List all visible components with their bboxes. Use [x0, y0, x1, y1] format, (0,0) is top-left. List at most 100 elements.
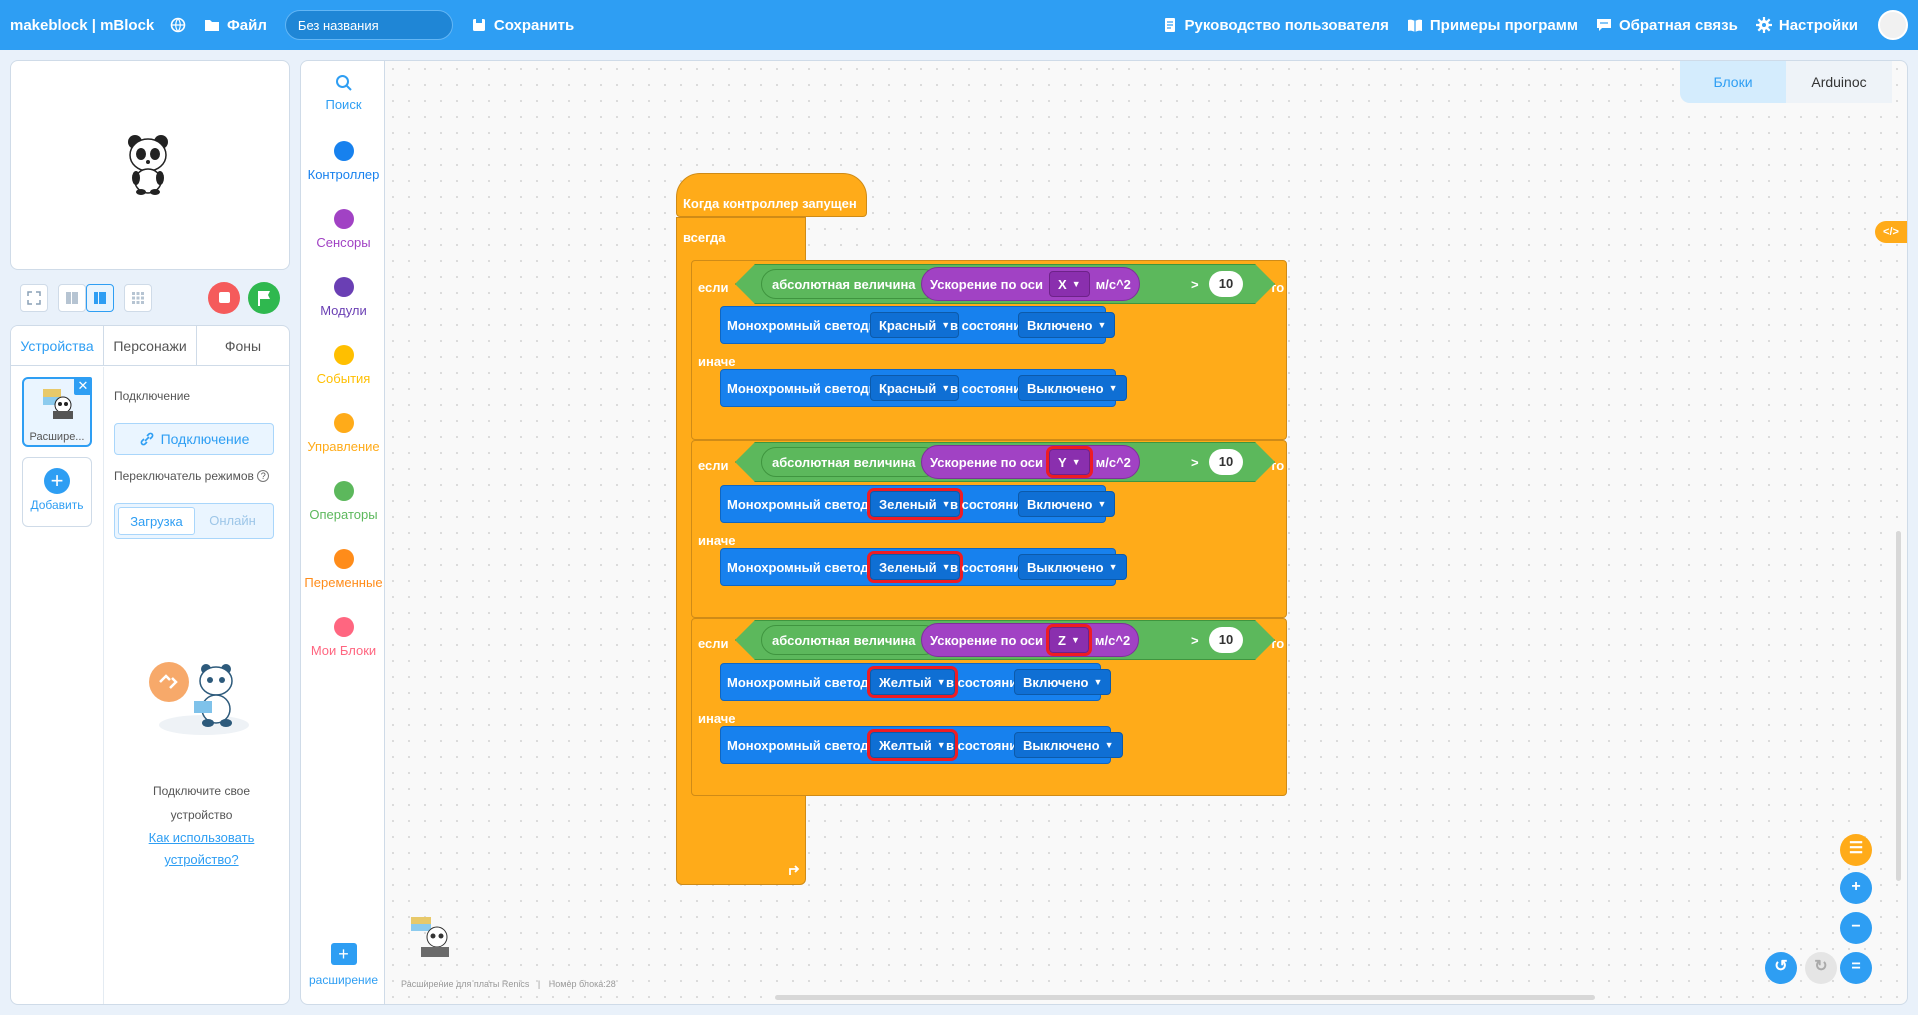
zoom-out-icon[interactable]: − — [1840, 912, 1872, 944]
device-card[interactable]: Расшире... ✕ — [22, 377, 92, 447]
settings-menu[interactable]: Настройки — [1755, 17, 1858, 34]
axis-dropdown-x[interactable]: X▼ — [1049, 271, 1090, 297]
gt-operator-x: > — [1191, 277, 1199, 292]
tab-arduino-code[interactable]: Arduinoc — [1811, 74, 1867, 90]
state-dropdown-y-on[interactable]: Включено▼ — [1018, 491, 1116, 517]
mode-online-button[interactable]: Онлайн — [209, 513, 256, 528]
axis-dropdown-y[interactable]: Y▼ — [1046, 446, 1093, 478]
threshold-input-z[interactable]: 10 — [1209, 627, 1243, 653]
threshold-input-y[interactable]: 10 — [1209, 449, 1243, 475]
state-dropdown-z-on[interactable]: Включено▼ — [1014, 669, 1112, 695]
abs-reporter-x[interactable]: абсолютная величина▼ — [761, 269, 940, 299]
color-value-z-off: Желтый — [879, 737, 932, 753]
state-dropdown-y-off[interactable]: Выключено▼ — [1018, 554, 1127, 580]
small-stage-icon[interactable] — [58, 284, 86, 312]
add-device-label: Добавить — [30, 498, 84, 512]
axis-dropdown-z[interactable]: Z▼ — [1046, 624, 1092, 656]
category-modules[interactable]: Модули — [301, 277, 386, 318]
led-off-block-y[interactable]: Монохромный светодиод Зеленый▼ в состоян… — [720, 548, 1127, 586]
feedback-link[interactable]: Обратная связь — [1596, 17, 1738, 34]
save-button[interactable]: Сохранить — [471, 17, 574, 34]
code-workspace[interactable]: Блоки Arduinoc </> Когда контроллер запу… — [385, 60, 1908, 1005]
category-my-blocks[interactable]: Мои Блоки — [301, 617, 386, 658]
close-icon[interactable]: ✕ — [74, 377, 92, 395]
stop-button[interactable] — [208, 282, 240, 314]
user-avatar[interactable] — [1878, 10, 1908, 40]
accel-label-y: Ускорение по оси — [930, 454, 1044, 470]
state-dropdown-z-off[interactable]: Выключено▼ — [1014, 732, 1123, 758]
block-list-icon[interactable]: ☰ — [1840, 834, 1872, 866]
category-sensors-label: Сенсоры — [316, 235, 371, 250]
category-modules-label: Модули — [320, 303, 367, 318]
dropdown-arrow-icon: ▼ — [936, 677, 946, 687]
horizontal-scrollbar[interactable] — [775, 995, 1595, 1000]
status-bar: Расширение для платы Renics | Номер блок… — [401, 979, 616, 989]
state-value-z-on: Включено — [1023, 674, 1089, 690]
vertical-scrollbar[interactable] — [1896, 531, 1901, 881]
project-name-input[interactable] — [284, 10, 453, 40]
accel-reporter-y[interactable]: Ускорение по оси Y▼ м/с^2 — [921, 445, 1140, 479]
variables-dot-icon — [333, 549, 354, 569]
led-on-block-z[interactable]: Монохромный светодиод Желтый▼ в состояни… — [720, 663, 1112, 701]
category-sensors[interactable]: Сенсоры — [301, 209, 386, 250]
grid-stage-icon[interactable] — [124, 284, 152, 312]
language-globe-icon[interactable] — [170, 17, 186, 33]
code-view-icon[interactable]: </> — [1875, 221, 1907, 243]
connect-button[interactable]: Подключение — [114, 423, 274, 455]
tab-blocks[interactable]: Блоки — [1680, 61, 1786, 103]
state-label-z-off: в состоянии — [946, 738, 1026, 753]
connect-button-label: Подключение — [160, 431, 250, 447]
state-dropdown-x-on[interactable]: Включено▼ — [1018, 312, 1116, 338]
category-controller[interactable]: Контроллер — [301, 141, 386, 182]
tab-devices[interactable]: Устройства — [11, 326, 104, 365]
examples-link[interactable]: Примеры программ — [1407, 17, 1578, 34]
user-guide-link[interactable]: Руководство пользователя — [1162, 17, 1389, 34]
led-on-block-x[interactable]: Монохромный светодиод Красный▼ в состоян… — [720, 306, 1116, 344]
connection-area: Подключение Подключение Переключатель ре… — [114, 367, 289, 1004]
zoom-reset-icon[interactable]: = — [1840, 952, 1872, 984]
color-dropdown-x-off[interactable]: Красный▼ — [870, 375, 960, 401]
app-logo: makeblock | mBlock — [10, 16, 155, 34]
led-off-block-x[interactable]: Монохромный светодиод Красный▼ в состоян… — [720, 369, 1127, 407]
color-dropdown-z-on[interactable]: Желтый▼ — [867, 666, 958, 698]
led-off-block-z[interactable]: Монохромный светодиод Желтый▼ в состояни… — [720, 726, 1123, 764]
hat-label: Когда контроллер запущен — [683, 196, 857, 211]
gear-icon — [1755, 17, 1772, 33]
mode-upload-button[interactable]: Загрузка — [118, 507, 195, 535]
category-control[interactable]: Управление — [301, 413, 386, 454]
accel-reporter-z[interactable]: Ускорение по оси Z▼ м/с^2 — [921, 623, 1140, 657]
tab-sprites[interactable]: Персонажи — [104, 326, 197, 365]
when-started-hat-block[interactable]: Когда контроллер запущен — [676, 173, 867, 217]
help-icon[interactable]: ? — [257, 470, 270, 482]
zoom-in-icon[interactable]: + — [1840, 872, 1872, 904]
stop-icon — [218, 292, 230, 303]
threshold-input-x[interactable]: 10 — [1209, 271, 1243, 297]
redo-icon[interactable]: ↻ — [1805, 952, 1837, 984]
start-flag-button[interactable] — [248, 282, 280, 314]
extension-button[interactable]: + расширение — [301, 943, 386, 987]
category-search[interactable]: Поиск — [301, 73, 386, 112]
color-dropdown-z-off[interactable]: Желтый▼ — [867, 729, 958, 761]
abs-reporter-z[interactable]: абсолютная величина▼ — [761, 625, 940, 655]
state-dropdown-x-off[interactable]: Выключено▼ — [1018, 375, 1127, 401]
how-to-use-link[interactable]: Как использовать — [148, 830, 255, 845]
color-dropdown-y-on[interactable]: Зеленый▼ — [867, 488, 963, 520]
abs-reporter-y[interactable]: абсолютная величина▼ — [761, 447, 940, 477]
tab-backdrops[interactable]: Фоны — [224, 338, 262, 354]
undo-icon[interactable]: ↺ — [1765, 952, 1797, 984]
category-operators[interactable]: Операторы — [301, 481, 386, 522]
how-to-use-link-2[interactable]: устройство? — [164, 852, 239, 867]
accel-reporter-x[interactable]: Ускорение по оси X▼ м/с^2 — [921, 267, 1140, 301]
category-variables[interactable]: Переменные — [301, 549, 386, 590]
fullscreen-icon[interactable] — [20, 284, 48, 312]
color-dropdown-y-off[interactable]: Зеленый▼ — [867, 551, 963, 583]
normal-stage-icon[interactable] — [86, 284, 114, 312]
dropdown-arrow-icon: ▼ — [1108, 383, 1118, 393]
file-menu[interactable]: Файл — [204, 17, 267, 34]
category-events[interactable]: События — [301, 345, 386, 386]
color-dropdown-x-on[interactable]: Красный▼ — [870, 312, 960, 338]
device-card-label: Расшире... — [29, 431, 85, 443]
add-device-button[interactable]: + Добавить — [22, 457, 92, 527]
category-events-label: События — [316, 371, 371, 386]
led-on-block-y[interactable]: Монохромный светодиод Зеленый▼ в состоян… — [720, 485, 1116, 523]
